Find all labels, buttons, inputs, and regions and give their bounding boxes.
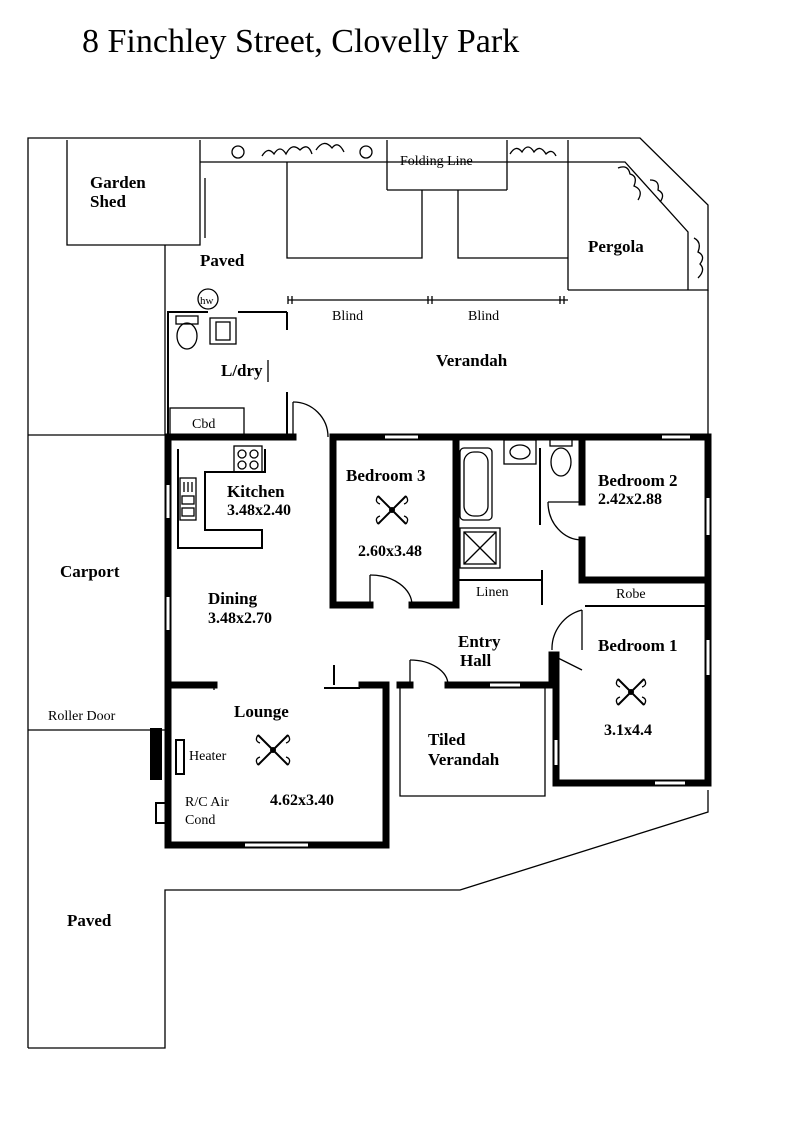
- bedroom-1-dimensions: 3.1x4.4: [604, 722, 652, 739]
- laundry-label: L/dry: [221, 361, 263, 380]
- garden-shed-label: Garden: [90, 173, 146, 192]
- cupboard-label: Cbd: [192, 417, 215, 432]
- tiled-verandah-label: Tiled: [428, 730, 466, 749]
- shrub-icon: [231, 142, 704, 279]
- pergola-label: Pergola: [588, 237, 644, 256]
- hot-water-icon: hw: [197, 288, 219, 310]
- bedroom-1-label: Bedroom 1: [598, 636, 678, 655]
- verandah-outline: [287, 290, 709, 435]
- page-title: 8 Finchley Street, Clovelly Park: [82, 23, 519, 60]
- blind-label: Blind: [332, 309, 363, 324]
- tiled-verandah-label: Verandah: [428, 750, 500, 769]
- carport-label: Carport: [60, 562, 120, 581]
- ceiling-fan-icon: [375, 495, 409, 525]
- kitchen-dimensions: 3.48x2.40: [227, 502, 291, 519]
- shower-icon: [459, 527, 501, 569]
- doors: [213, 401, 583, 690]
- bedroom-2-dimensions: 2.42x2.88: [598, 491, 662, 508]
- paved-label: Paved: [200, 251, 245, 270]
- ceiling-fan-icon: [615, 678, 647, 706]
- robe-label: Robe: [616, 587, 646, 602]
- toilet-icon: [175, 315, 573, 477]
- oven-icon: [179, 477, 197, 521]
- dining-dimensions: 3.48x2.70: [208, 610, 272, 627]
- site-boundary: [27, 137, 709, 1049]
- aircon-label: Cond: [185, 813, 215, 828]
- garden-shed: [66, 140, 206, 246]
- house-walls: [150, 433, 712, 849]
- laundry-trough-icon: [209, 317, 237, 345]
- lounge-dimensions: 4.62x3.40: [270, 792, 334, 809]
- bedroom-3-label: Bedroom 3: [346, 466, 426, 485]
- paved-label: Paved: [67, 911, 112, 930]
- bath-icon: [459, 447, 493, 521]
- svg-text:hw: hw: [200, 295, 214, 307]
- lounge-label: Lounge: [234, 702, 289, 721]
- laundry-walls: [167, 311, 288, 437]
- folding-line-label: Folding Line: [400, 154, 473, 169]
- verandah-label: Verandah: [436, 351, 508, 370]
- entry-hall-label: Entry: [458, 632, 501, 651]
- entry-hall-label: Hall: [460, 651, 491, 670]
- basin-icon: [503, 439, 537, 465]
- pergola: [200, 140, 689, 290]
- bedroom-3-dimensions: 2.60x3.48: [358, 543, 422, 560]
- dining-label: Dining: [208, 589, 258, 608]
- kitchen-label: Kitchen: [227, 482, 285, 501]
- bedroom-2-label: Bedroom 2: [598, 471, 678, 490]
- garden-shed-label: Shed: [90, 192, 126, 211]
- roller-door-label: Roller Door: [48, 709, 116, 724]
- cooktop-icon: [233, 445, 263, 473]
- aircon-label: R/C Air: [185, 795, 229, 810]
- ceiling-fan-icon: [255, 734, 291, 766]
- blind-label: Blind: [468, 309, 499, 324]
- heater-label: Heater: [189, 749, 227, 764]
- linen-label: Linen: [476, 585, 509, 600]
